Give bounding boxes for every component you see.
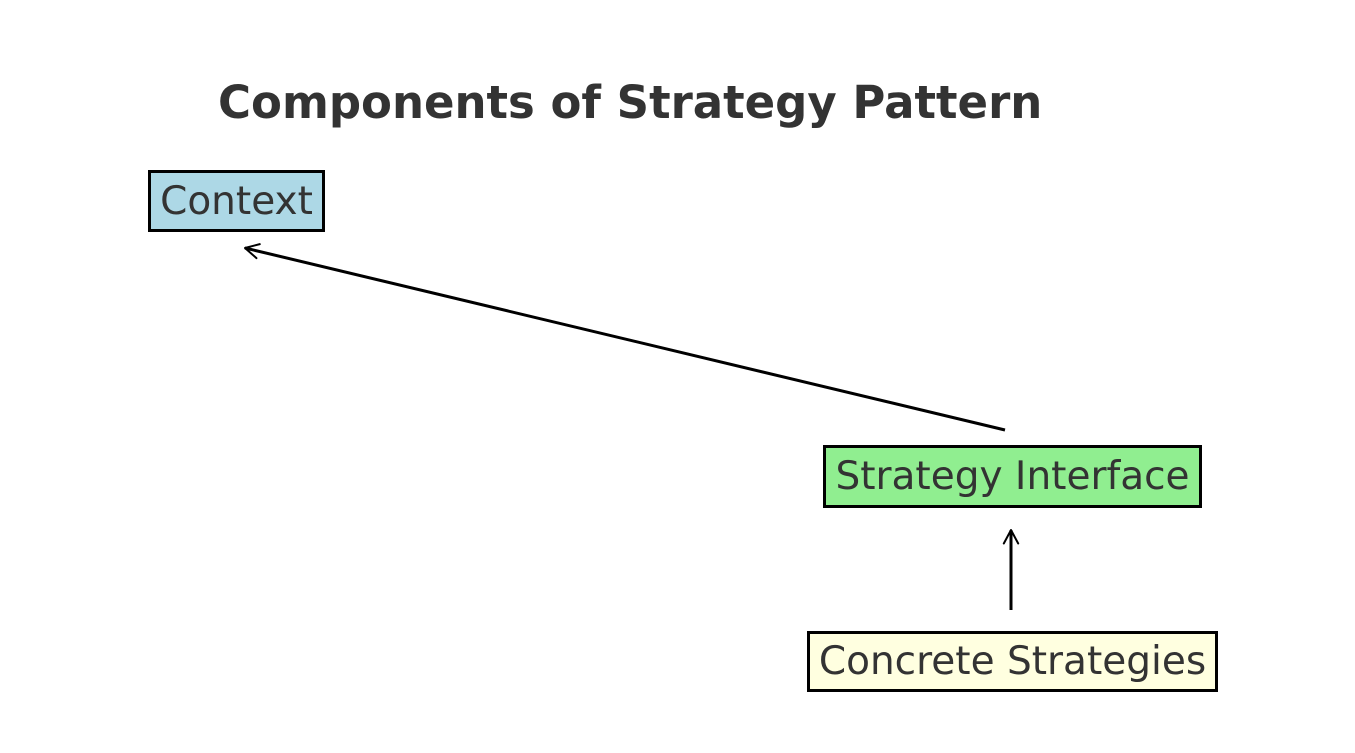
diagram-title: Components of Strategy Pattern [218,76,1043,129]
edge-strategy-interface-to-context [244,243,1006,432]
node-strategy-interface: Strategy Interface [823,445,1202,508]
node-concrete-strategies: Concrete Strategies [807,631,1218,692]
node-context: Context [148,170,325,232]
